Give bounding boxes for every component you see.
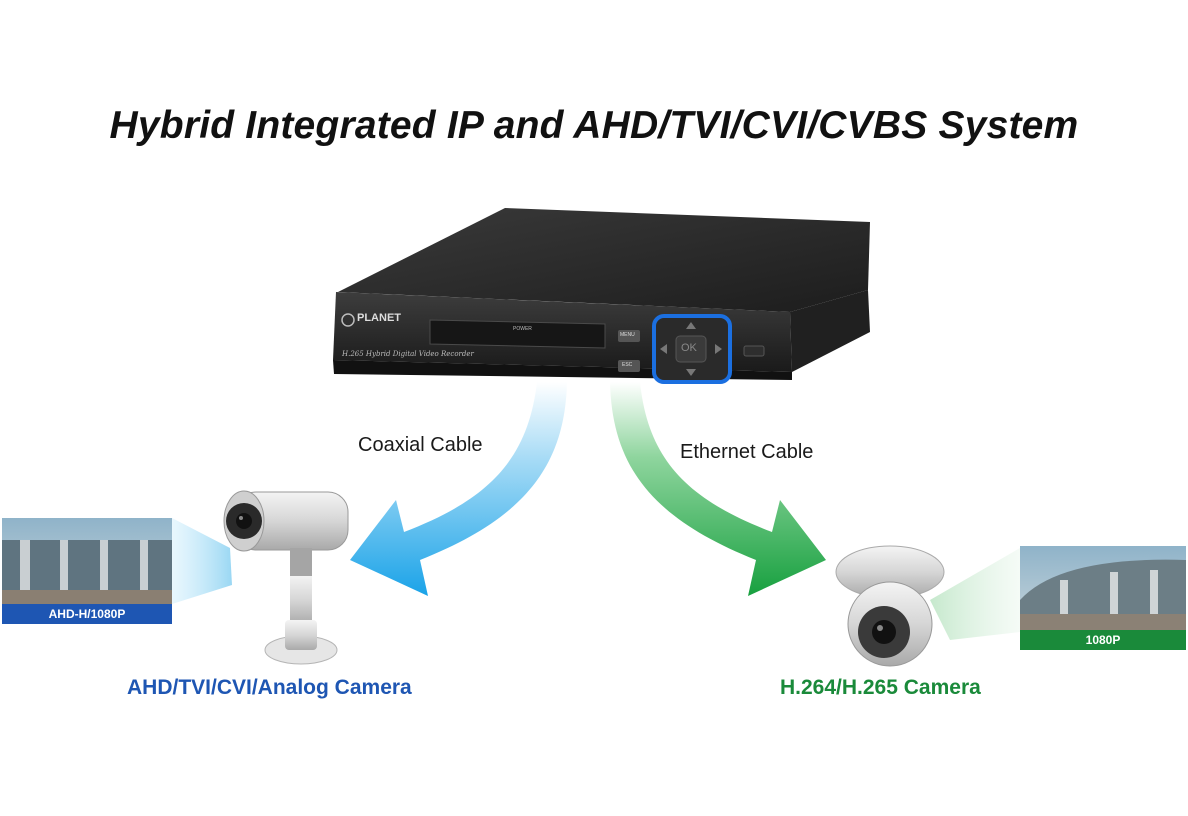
- ip-camera-view-image: [930, 546, 1186, 640]
- diagram-title: Hybrid Integrated IP and AHD/TVI/CVI/CVB…: [109, 104, 1079, 147]
- esc-button[interactable]: [618, 360, 640, 372]
- nav-up-icon: [686, 322, 696, 329]
- ip-camera-label: H.264/H.265 Camera: [780, 676, 981, 699]
- menu-label: MENU: [620, 332, 635, 338]
- planet-logo-icon: [341, 313, 355, 327]
- nav-down-icon: [686, 369, 696, 376]
- dvr-brand-logo: PLANET: [357, 312, 401, 324]
- ok-label: OK: [681, 342, 697, 354]
- dvr-model-text: H.265 Hybrid Digital Video Recorder: [342, 350, 474, 358]
- nav-right-icon: [715, 344, 722, 354]
- ethernet-cable-label: Ethernet Cable: [680, 441, 814, 463]
- dome-camera: [835, 545, 945, 667]
- dvr-power-label: POWER: [513, 326, 532, 332]
- ip-resolution-badge: 1080P: [1020, 630, 1186, 650]
- ok-button[interactable]: [675, 335, 707, 363]
- dvr-device: [333, 208, 870, 384]
- esc-label: ESC: [622, 362, 633, 368]
- coaxial-cable-label: Coaxial Cable: [358, 434, 483, 456]
- ethernet-cable-arrow: [610, 382, 826, 596]
- menu-button[interactable]: [618, 330, 640, 342]
- analog-resolution-badge: AHD-H/1080P: [2, 604, 172, 624]
- analog-camera-label: AHD/TVI/CVI/Analog Camera: [127, 676, 412, 699]
- analog-camera-view-image: [2, 518, 232, 604]
- nav-left-icon: [660, 344, 667, 354]
- bullet-camera: [223, 490, 349, 665]
- coaxial-cable-arrow: [350, 382, 567, 596]
